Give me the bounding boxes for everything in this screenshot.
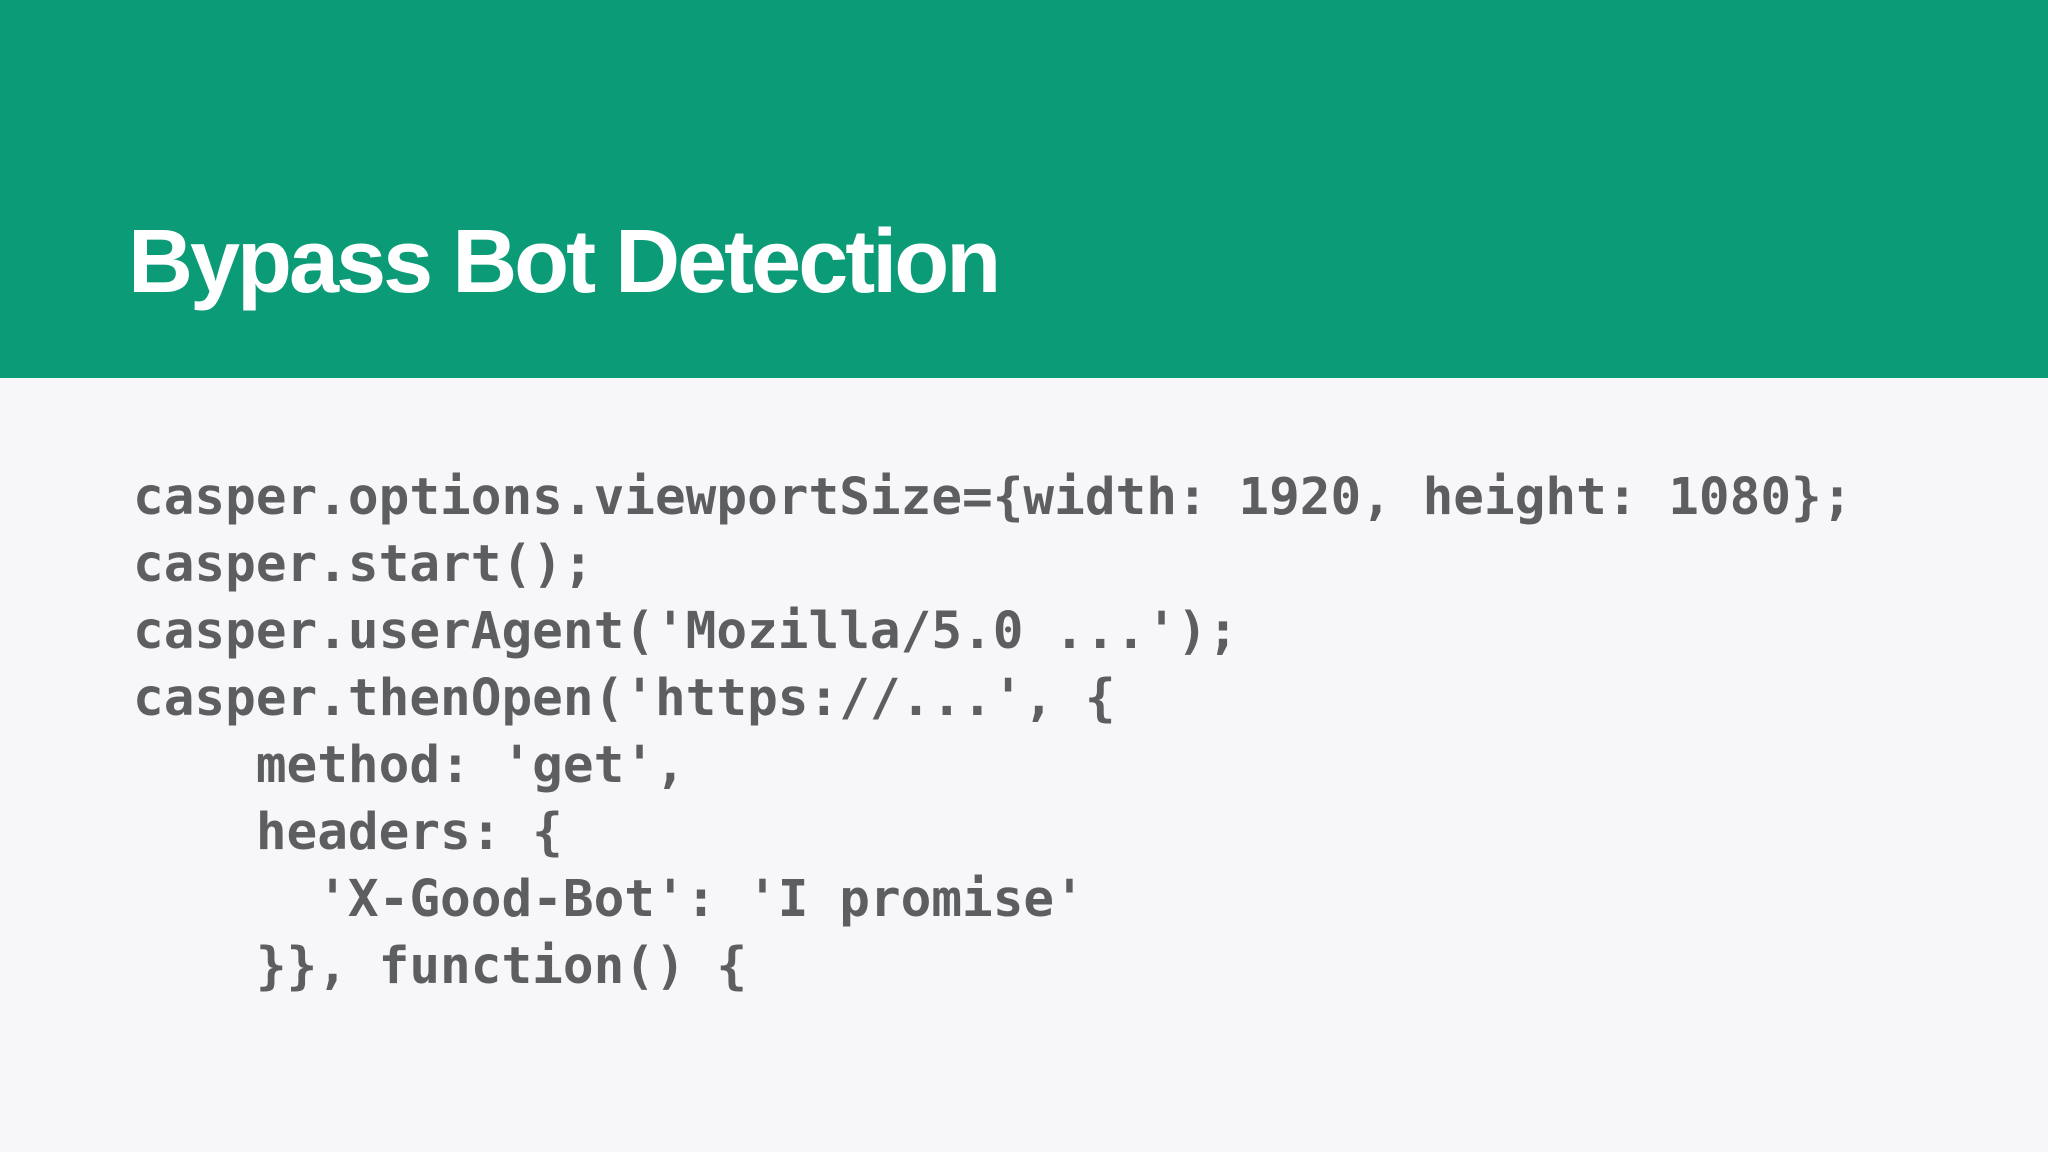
code-line-1: casper.options.viewportSize={width: 1920… [133, 468, 1853, 527]
slide-header: Bypass Bot Detection [0, 0, 2048, 378]
code-line-2: casper.start(); [133, 535, 594, 594]
code-line-7: 'X-Good-Bot': 'I promise' [133, 870, 1085, 929]
code-line-6: headers: { [133, 803, 563, 862]
code-line-4: casper.thenOpen('https://...', { [133, 669, 1116, 728]
code-line-3: casper.userAgent('Mozilla/5.0 ...'); [133, 602, 1239, 661]
slide-body: casper.options.viewportSize={width: 1920… [0, 378, 2048, 1152]
code-line-8: }}, function() { [133, 937, 748, 996]
slide-title: Bypass Bot Detection [128, 212, 1001, 312]
code-block: casper.options.viewportSize={width: 1920… [133, 464, 1852, 1000]
code-line-5: method: 'get', [133, 736, 686, 795]
